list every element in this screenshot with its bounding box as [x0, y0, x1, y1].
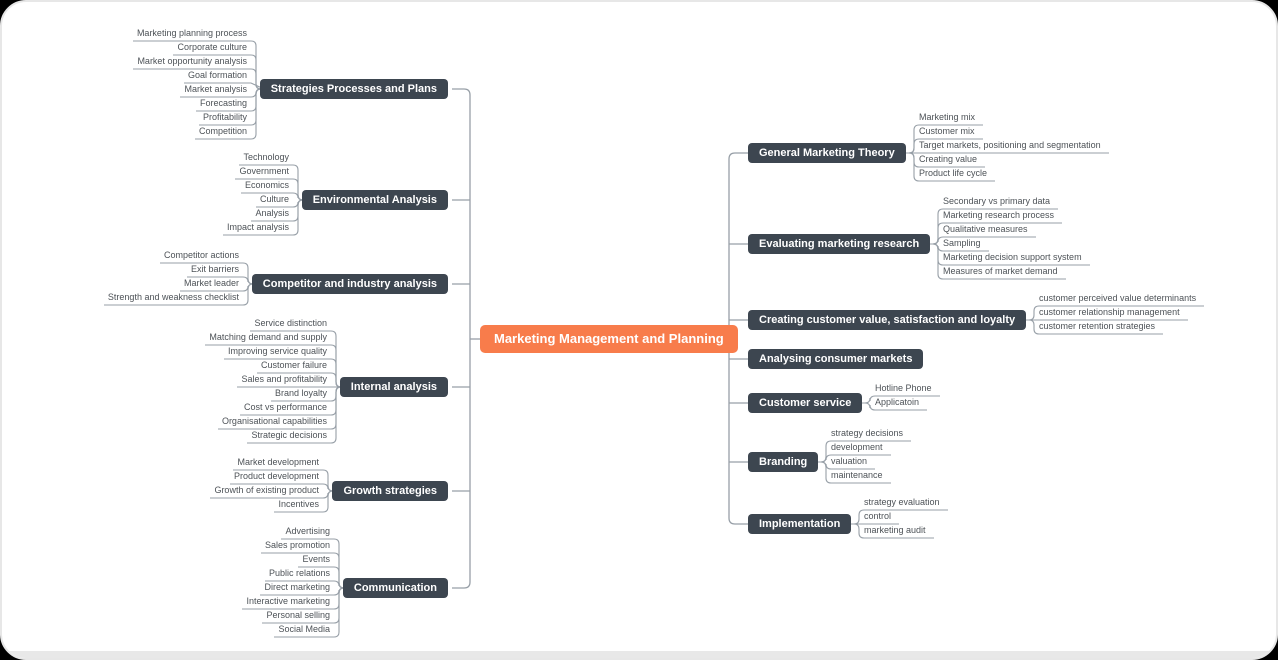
child-node-growth-of-existing-product[interactable]: Growth of existing product — [214, 485, 319, 495]
child-node-creating-value[interactable]: Creating value — [919, 154, 978, 164]
child-node-marketing-research-process[interactable]: Marketing research process — [943, 210, 1055, 220]
child-node-social-media[interactable]: Social Media — [278, 624, 330, 634]
child-node-applicatoin[interactable]: Applicatoin — [875, 397, 920, 407]
child-node-development[interactable]: development — [831, 442, 883, 452]
child-node-strategic-decisions[interactable]: Strategic decisions — [251, 430, 327, 440]
child-node-target-markets-positioning-and-segmentation[interactable]: Target markets, positioning and segmenta… — [919, 140, 1101, 150]
child-node-forecasting[interactable]: Forecasting — [199, 98, 247, 108]
child-node-advertising[interactable]: Advertising — [285, 526, 330, 536]
child-node-customer-mix[interactable]: Customer mix — [919, 126, 975, 136]
child-node-economics[interactable]: Economics — [244, 180, 289, 190]
child-node-improving-service-quality[interactable]: Improving service quality — [227, 346, 327, 356]
child-node-sampling[interactable]: Sampling — [943, 238, 981, 248]
child-node-sales-and-profitability[interactable]: Sales and profitability — [241, 374, 327, 384]
child-node-market-leader[interactable]: Market leader — [183, 278, 239, 288]
child-node-matching-demand-and-supply[interactable]: Matching demand and supply — [209, 332, 327, 342]
child-node-strategy-evaluation[interactable]: strategy evaluation — [864, 497, 940, 507]
child-node-market-analysis[interactable]: Market analysis — [184, 84, 247, 94]
child-node-market-development[interactable]: Market development — [237, 457, 319, 467]
branch-node-internal-analysis[interactable]: Internal analysis — [339, 377, 448, 397]
child-node-exit-barriers[interactable]: Exit barriers — [190, 264, 239, 274]
child-node-marketing-mix[interactable]: Marketing mix — [919, 112, 976, 122]
child-node-analysis[interactable]: Analysis — [255, 208, 289, 218]
child-node-culture[interactable]: Culture — [259, 194, 289, 204]
child-node-corporate-culture[interactable]: Corporate culture — [177, 42, 247, 52]
child-node-control[interactable]: control — [864, 511, 892, 521]
child-node-hotline-phone[interactable]: Hotline Phone — [875, 383, 932, 393]
child-node-profitability[interactable]: Profitability — [202, 112, 247, 122]
child-node-customer-relationship-management[interactable]: customer relationship management — [1039, 307, 1180, 317]
child-node-strength-and-weakness-checklist[interactable]: Strength and weakness checklist — [107, 292, 239, 302]
child-node-personal-selling[interactable]: Personal selling — [266, 610, 330, 620]
branch-node-customer-service[interactable]: Customer service — [748, 393, 863, 413]
child-node-goal-formation[interactable]: Goal formation — [187, 70, 247, 80]
branch-node-strategies-processes-and-plans[interactable]: Strategies Processes and Plans — [259, 79, 448, 99]
child-node-valuation[interactable]: valuation — [831, 456, 868, 466]
branch-node-competitor-and-industry-analysis[interactable]: Competitor and industry analysis — [251, 274, 448, 294]
child-node-incentives[interactable]: Incentives — [278, 499, 319, 509]
child-node-marketing-planning-process[interactable]: Marketing planning process — [136, 28, 247, 38]
child-node-sales-promotion[interactable]: Sales promotion — [264, 540, 330, 550]
child-node-organisational-capabilities[interactable]: Organisational capabilities — [221, 416, 327, 426]
child-node-product-life-cycle[interactable]: Product life cycle — [919, 168, 988, 178]
child-node-brand-loyalty[interactable]: Brand loyalty — [274, 388, 327, 398]
child-node-cost-vs-performance[interactable]: Cost vs performance — [243, 402, 327, 412]
child-node-market-opportunity-analysis[interactable]: Market opportunity analysis — [137, 56, 247, 66]
child-node-marketing-decision-support-system[interactable]: Marketing decision support system — [943, 252, 1082, 262]
child-node-impact-analysis[interactable]: Impact analysis — [226, 222, 289, 232]
branch-node-growth-strategies[interactable]: Growth strategies — [332, 481, 448, 501]
child-node-technology[interactable]: Technology — [243, 152, 289, 162]
child-node-secondary-vs-primary-data[interactable]: Secondary vs primary data — [943, 196, 1051, 206]
branch-node-implementation[interactable]: Implementation — [748, 514, 852, 534]
child-node-customer-perceived-value-determinants[interactable]: customer perceived value determinants — [1039, 293, 1197, 303]
child-node-events[interactable]: Events — [302, 554, 330, 564]
child-node-qualitative-measures[interactable]: Qualitative measures — [943, 224, 1028, 234]
child-node-customer-retention-strategies[interactable]: customer retention strategies — [1039, 321, 1156, 331]
child-node-maintenance[interactable]: maintenance — [831, 470, 883, 480]
child-node-product-development[interactable]: Product development — [233, 471, 319, 481]
child-node-public-relations[interactable]: Public relations — [268, 568, 330, 578]
child-node-service-distinction[interactable]: Service distinction — [254, 318, 327, 328]
branch-node-communication[interactable]: Communication — [342, 578, 448, 598]
child-node-measures-of-market-demand[interactable]: Measures of market demand — [943, 266, 1058, 276]
branch-node-evaluating-marketing-research[interactable]: Evaluating marketing research — [748, 234, 931, 254]
child-node-competition[interactable]: Competition — [198, 126, 247, 136]
child-node-customer-failure[interactable]: Customer failure — [260, 360, 327, 370]
root-node[interactable]: Marketing Management and Planning — [480, 325, 738, 353]
child-node-competitor-actions[interactable]: Competitor actions — [163, 250, 239, 260]
child-node-government[interactable]: Government — [239, 166, 289, 176]
branch-node-environmental-analysis[interactable]: Environmental Analysis — [301, 190, 448, 210]
child-node-interactive-marketing[interactable]: Interactive marketing — [246, 596, 330, 606]
branch-node-general-marketing-theory[interactable]: General Marketing Theory — [748, 143, 906, 163]
branch-node-analysing-consumer-markets[interactable]: Analysing consumer markets — [748, 349, 924, 369]
child-node-direct-marketing[interactable]: Direct marketing — [264, 582, 330, 592]
child-node-strategy-decisions[interactable]: strategy decisions — [831, 428, 904, 438]
bottom-scrollbar-track[interactable] — [2, 651, 1276, 658]
branch-node-creating-customer-value-satisfaction-and-loyalty[interactable]: Creating customer value, satisfaction an… — [748, 310, 1027, 330]
branch-node-branding[interactable]: Branding — [748, 452, 819, 472]
child-node-marketing-audit[interactable]: marketing audit — [864, 525, 926, 535]
